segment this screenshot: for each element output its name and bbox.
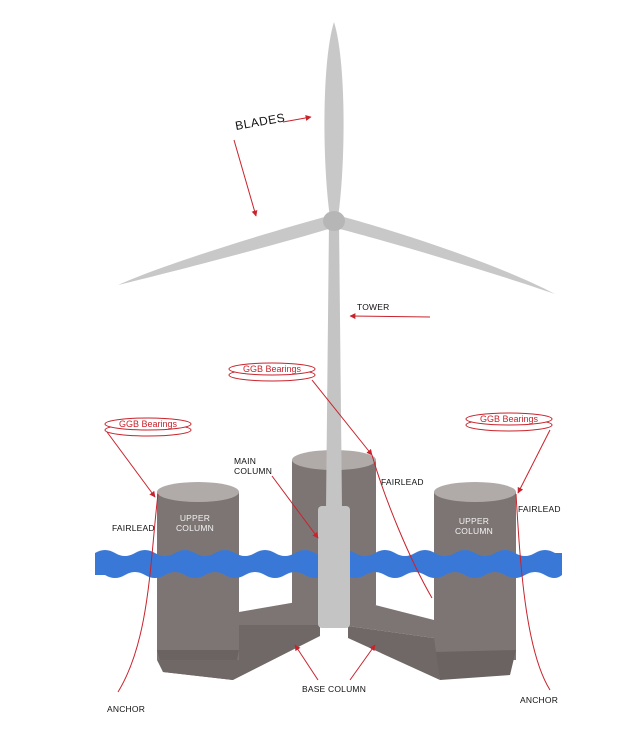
label-upper-column-right-line1: UPPER — [459, 516, 489, 526]
mooring-line-right — [515, 493, 551, 691]
ggb-right-arrow — [517, 429, 551, 494]
tower-sleeve — [318, 506, 350, 628]
blade-left — [118, 216, 332, 285]
base-pontoon-right-underside — [348, 626, 440, 680]
callout-arrows — [106, 114, 551, 681]
blade-right — [336, 216, 555, 294]
mooring-line-left — [117, 493, 159, 693]
upper-column-right-base — [434, 650, 516, 680]
blades-arrow-down — [233, 139, 258, 217]
tower-arrow — [349, 313, 431, 320]
label-tower: TOWER — [357, 302, 389, 312]
blade-top — [324, 22, 344, 218]
ggb-center-arrow — [311, 379, 373, 456]
base-pontoon-right — [348, 598, 434, 638]
ggb-callout-disk-left — [104, 417, 192, 437]
main-column-arrow — [271, 475, 319, 539]
label-ggb-right: GGB Bearings — [480, 414, 539, 424]
upper-column-left-top — [157, 482, 239, 502]
label-anchor-right: ANCHOR — [520, 695, 558, 705]
mooring-lines — [117, 454, 551, 693]
label-base-column: BASE COLUMN — [302, 684, 366, 694]
ggb-left-arrow — [106, 431, 156, 498]
upper-column-right-top — [434, 482, 516, 502]
base-column-arrow-right — [349, 644, 376, 681]
label-blades: BLADES — [234, 110, 286, 133]
label-fairlead-left: FAIRLEAD — [112, 523, 155, 533]
label-main-column-line2: COLUMN — [234, 466, 272, 476]
base-pontoon-left-underside — [157, 625, 320, 680]
label-fairlead-center: FAIRLEAD — [381, 477, 424, 487]
base-column-arrow-left — [294, 644, 319, 681]
label-main-column-line1: MAIN — [234, 456, 256, 466]
ggb-callout-disk-right — [465, 412, 553, 432]
label-ggb-center: GGB Bearings — [243, 364, 302, 374]
mooring-line-center — [371, 454, 433, 599]
ggb-callout-disk-center — [228, 362, 316, 382]
label-upper-column-left-line2: COLUMN — [176, 523, 214, 533]
blades-arrow-to-blade — [282, 114, 312, 123]
label-anchor-left: ANCHOR — [107, 704, 145, 714]
label-upper-column-right-line2: COLUMN — [455, 526, 493, 536]
label-upper-column-left-line1: UPPER — [180, 513, 210, 523]
hub — [323, 211, 345, 231]
wind-turbine — [118, 22, 555, 628]
label-ggb-left: GGB Bearings — [119, 419, 178, 429]
label-fairlead-right: FAIRLEAD — [518, 504, 561, 514]
base-pontoon-left — [239, 598, 320, 625]
tower — [326, 222, 342, 510]
